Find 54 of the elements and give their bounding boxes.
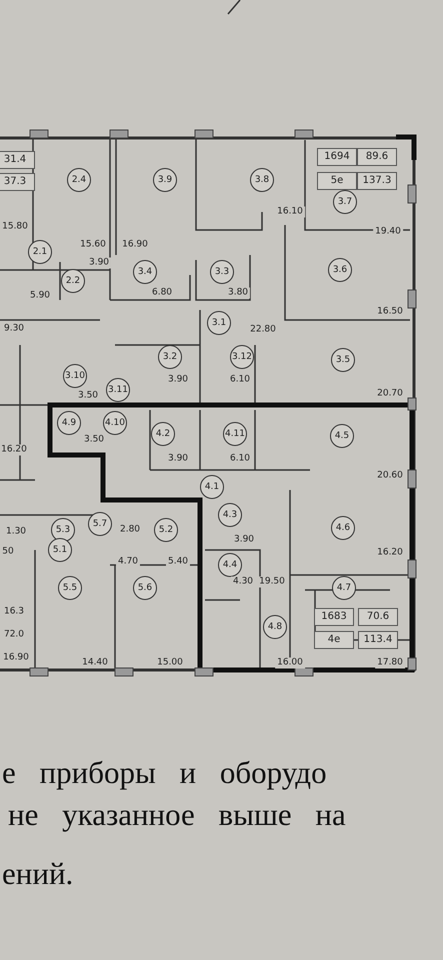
room-number: 2.2 bbox=[61, 269, 85, 293]
room-number: 3.10 bbox=[63, 364, 87, 388]
room-number: 2.1 bbox=[28, 240, 52, 264]
area-value: 4.70 bbox=[116, 556, 140, 568]
room-number: 3.11 bbox=[106, 378, 130, 402]
area-value: 16.20 bbox=[0, 444, 29, 456]
room-number: 4.8 bbox=[263, 615, 287, 639]
room-number: 3.7 bbox=[333, 190, 357, 214]
room-number: 4.11 bbox=[223, 422, 247, 446]
room-number: 4.6 bbox=[331, 516, 355, 540]
area-value: 16.10 bbox=[275, 206, 305, 218]
table-cell: 89.6 bbox=[357, 148, 397, 166]
room-number: 3.12 bbox=[230, 345, 254, 369]
room-number: 3.4 bbox=[133, 260, 157, 284]
room-number: 5.3 bbox=[51, 518, 75, 542]
room-number: 3.5 bbox=[331, 348, 355, 372]
area-value: 3.80 bbox=[226, 288, 250, 298]
table-cell: 1694 bbox=[317, 148, 357, 166]
room-number: 4.1 bbox=[200, 475, 224, 499]
note-text: е приборы и оборудо bbox=[2, 755, 327, 791]
room-number: 4.3 bbox=[218, 503, 242, 527]
note-text: ений. bbox=[2, 856, 74, 892]
room-number: 5.5 bbox=[58, 576, 82, 600]
room-number: 3.6 bbox=[328, 258, 352, 282]
room-number: 5.1 bbox=[48, 538, 72, 562]
room-number: 4.7 bbox=[332, 576, 356, 600]
room-number: 3.3 bbox=[210, 260, 234, 284]
room-number: 4.9 bbox=[57, 411, 81, 435]
room-number: 4.4 bbox=[218, 553, 242, 577]
table-cell: 70.6 bbox=[358, 608, 398, 626]
table-cell: 31.4 bbox=[0, 151, 35, 169]
area-value: 17.80 bbox=[375, 658, 405, 668]
table-cell: 37.3 bbox=[0, 173, 35, 191]
room-number: 3.9 bbox=[153, 168, 177, 192]
room-number: 3.2 bbox=[158, 345, 182, 369]
table-cell: 1683 bbox=[314, 608, 354, 626]
table-cell: 137.3 bbox=[357, 172, 397, 190]
room-number: 2.4 bbox=[67, 168, 91, 192]
area-value: 3.90 bbox=[86, 258, 112, 268]
room-number: 4.5 bbox=[330, 424, 354, 448]
room-number: 4.2 bbox=[151, 422, 175, 446]
room-number: 5.2 bbox=[154, 518, 178, 542]
table-cell: 113.4 bbox=[358, 631, 398, 649]
note-text: не указанное выше на bbox=[8, 797, 346, 833]
room-number: 3.1 bbox=[207, 311, 231, 335]
table-cell: 4е bbox=[314, 631, 354, 649]
room-number: 4.10 bbox=[103, 411, 127, 435]
area-value: 16.00 bbox=[275, 658, 305, 668]
area-value: 19.50 bbox=[257, 576, 287, 588]
room-number: 5.6 bbox=[133, 576, 157, 600]
area-value: 5.40 bbox=[166, 556, 190, 568]
room-number: 3.8 bbox=[250, 168, 274, 192]
table-cell: 5е bbox=[317, 172, 357, 190]
room-number: 5.7 bbox=[88, 512, 112, 536]
